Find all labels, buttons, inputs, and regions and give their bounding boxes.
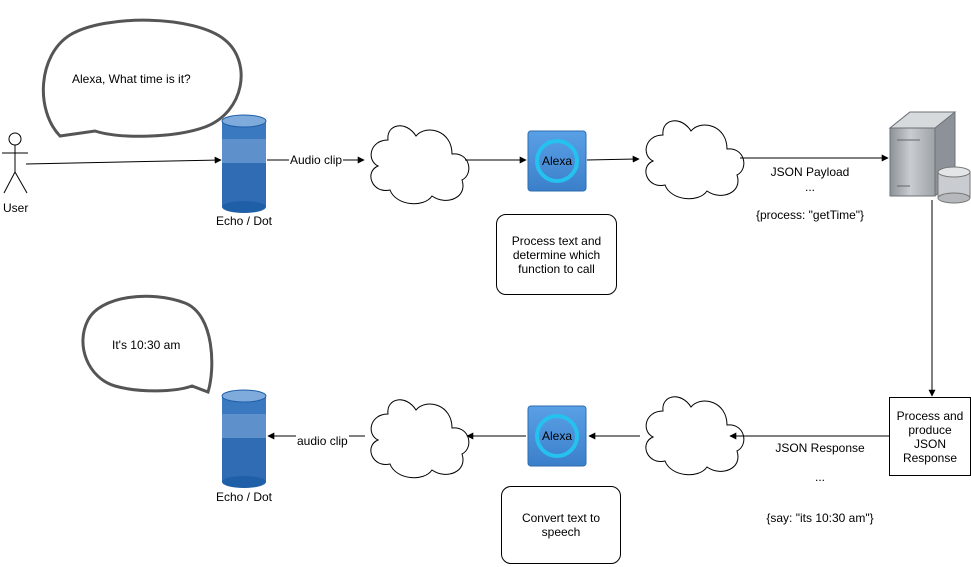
edge-label-audio-clip-in: Audio clip [289, 153, 344, 167]
cloud-icon-4 [645, 396, 745, 476]
echo-dot-icon-bottom [221, 389, 267, 488]
note-convert-text: Convert text to speech [501, 486, 621, 564]
edge-user-to-echo [25, 156, 222, 165]
cloud-icon-1 [370, 125, 470, 205]
alexa-icon-bottom [527, 405, 587, 467]
json-response-ellipsis: ... [814, 470, 825, 484]
speech-bubble-answer [81, 294, 214, 394]
edge-label-audio-clip-out: audio clip [296, 434, 349, 448]
cloud-icon-3 [370, 399, 470, 479]
json-payload-title: JSON Payload [770, 165, 850, 179]
alexa-icon-top [527, 130, 587, 192]
cloud-icon-2 [645, 120, 745, 200]
alexa-label-top: Alexa [541, 154, 573, 168]
alexa-label-bottom: Alexa [541, 429, 573, 443]
note-process-text: Process text and determine which functio… [496, 214, 617, 295]
note-server-process: Process and produce JSON Response [889, 397, 971, 476]
edge-alexa-to-cloud2 [586, 155, 640, 163]
user-icon [2, 132, 28, 194]
json-payload-body: {process: "getTime"} [755, 208, 865, 222]
json-payload-ellipsis: ... [804, 180, 815, 194]
json-response-title: JSON Response [775, 441, 865, 455]
speech-bubble-question [41, 18, 243, 138]
speech-bubble-answer-text: It's 10:30 am [112, 338, 181, 352]
user-label: User [3, 201, 29, 215]
echo-dot-label-top: Echo / Dot [215, 214, 273, 228]
echo-dot-label-bottom: Echo / Dot [215, 490, 273, 504]
speech-bubble-question-text: Alexa, What time is it? [72, 72, 191, 86]
server-icon [888, 111, 971, 204]
json-response-body: {say: "its 10:30 am"} [766, 511, 874, 525]
echo-dot-icon-top [221, 114, 267, 213]
